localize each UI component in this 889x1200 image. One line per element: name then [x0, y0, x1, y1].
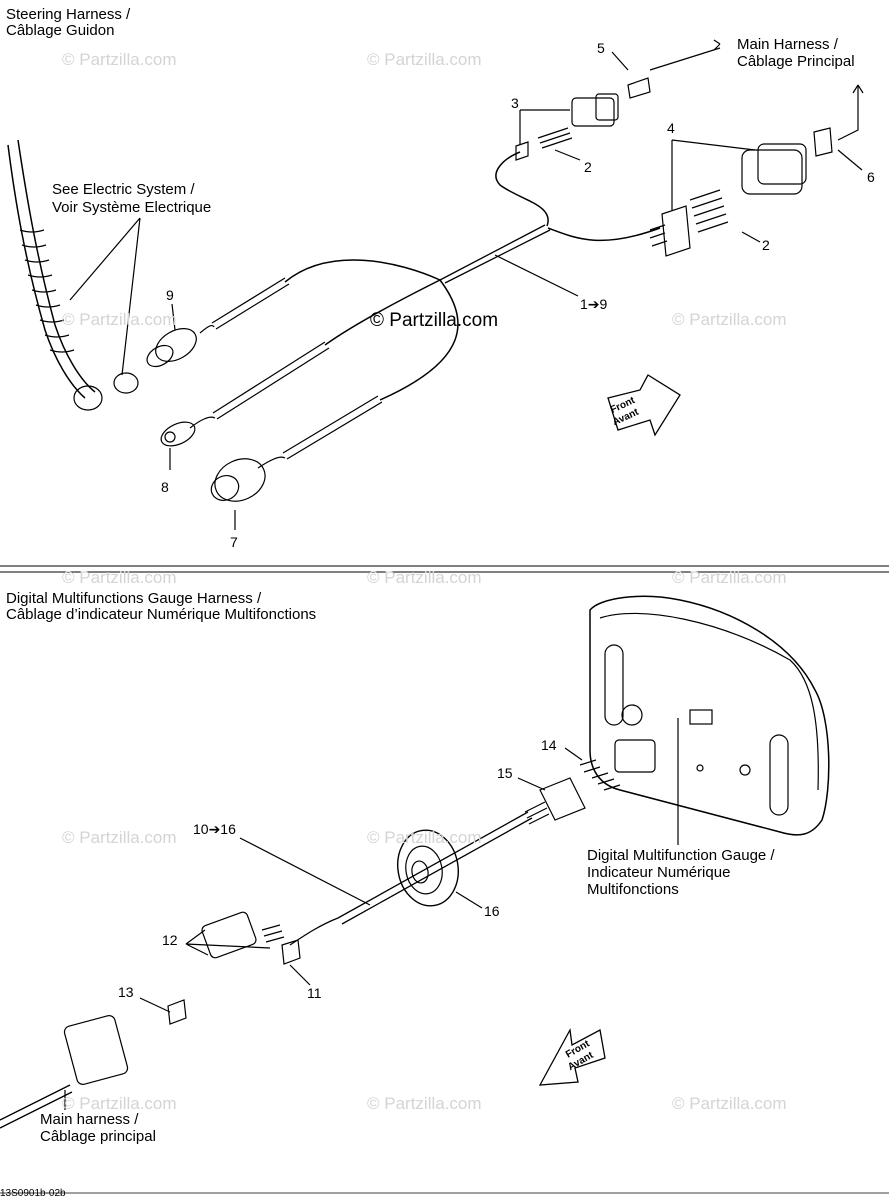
harness-branch-9	[211, 277, 290, 330]
watermark: © Partzilla.com	[367, 568, 482, 587]
harness-branch-7	[282, 395, 383, 460]
section-title-line2: Câblage Guidon	[6, 22, 115, 39]
coil-cable	[7, 139, 139, 411]
part-label-2a: 2	[584, 159, 592, 175]
part-label-10-to-16: 10➔16	[193, 821, 236, 837]
watermark: © Partzilla.com	[672, 568, 787, 587]
watermark: © Partzilla.com	[62, 828, 177, 847]
watermark: © Partzilla.com	[62, 310, 177, 329]
digital-gauge-body	[589, 595, 830, 836]
grommet-16	[397, 829, 459, 907]
gauge-harness-cable	[337, 811, 533, 925]
watermark: © Partzilla.com	[62, 568, 177, 587]
part-label-3: 3	[511, 95, 519, 111]
harness-branch-8	[212, 341, 330, 420]
sensor-8	[160, 416, 216, 470]
gauge-label-line1: Digital Multifunction Gauge /	[587, 847, 775, 864]
watermark: © Partzilla.com	[367, 828, 482, 847]
part-13-lock	[167, 999, 187, 1025]
main-harness-connector	[0, 1015, 129, 1129]
watermark-main: © Partzilla.com	[370, 310, 499, 331]
part-label-6: 6	[867, 169, 875, 185]
watermark: © Partzilla.com	[672, 1094, 787, 1113]
part-label-12: 12	[162, 932, 178, 948]
part-label-11: 11	[307, 985, 322, 1001]
part-label-1-to-9: 1➔9	[580, 296, 608, 312]
gauge-label-line3: Multifonctions	[587, 881, 679, 898]
pins-14	[579, 759, 621, 791]
section-title-line2: Câblage d’indicateur Numérique Multifonc…	[6, 606, 317, 623]
part-label-13: 13	[118, 984, 134, 1000]
part-label-7: 7	[230, 534, 238, 550]
harness-trunk	[439, 224, 546, 281]
part-label-2b: 2	[762, 237, 770, 253]
connector-4	[649, 143, 807, 257]
reference-code: 13S0901b-02b	[0, 1188, 66, 1199]
part-label-8: 8	[161, 479, 169, 495]
connector-15	[524, 777, 586, 825]
connector-11	[281, 939, 301, 965]
watermark: © Partzilla.com	[367, 50, 482, 69]
part-label-5: 5	[597, 40, 605, 56]
front-arrow-top	[607, 374, 681, 437]
watermark: © Partzilla.com	[367, 1094, 482, 1113]
callout-main-line2: Câblage Principal	[737, 53, 855, 70]
part-label-16: 16	[484, 903, 500, 919]
watermark: © Partzilla.com	[62, 50, 177, 69]
main-harness-label-line2: Câblage principal	[40, 1128, 156, 1145]
connector-3	[515, 93, 619, 161]
part-label-15: 15	[497, 765, 513, 781]
watermark: © Partzilla.com	[62, 1094, 177, 1113]
callout-main-line1: Main Harness /	[737, 36, 838, 53]
sensor-9	[146, 324, 215, 368]
main-harness-label-line1: Main harness /	[40, 1111, 139, 1128]
front-arrow-bottom	[538, 1027, 606, 1086]
section-title-line1: Digital Multifunctions Gauge Harness /	[6, 590, 262, 607]
part-6-seal	[813, 127, 833, 157]
section-divider	[0, 565, 889, 573]
gauge-label-line2: Indicateur Numérique	[587, 864, 731, 881]
part-label-14: 14	[541, 737, 557, 753]
connector-12	[201, 911, 285, 959]
watermark: © Partzilla.com	[672, 310, 787, 329]
part-label-9: 9	[166, 287, 174, 303]
section-title-line1: Steering Harness /	[6, 6, 131, 23]
part-5-lock	[627, 77, 651, 99]
callout-electric-line1: See Electric System /	[52, 181, 195, 198]
callout-electric-line2: Voir Système Electrique	[52, 199, 212, 216]
part-label-4: 4	[667, 120, 675, 136]
sensor-7	[210, 456, 286, 530]
